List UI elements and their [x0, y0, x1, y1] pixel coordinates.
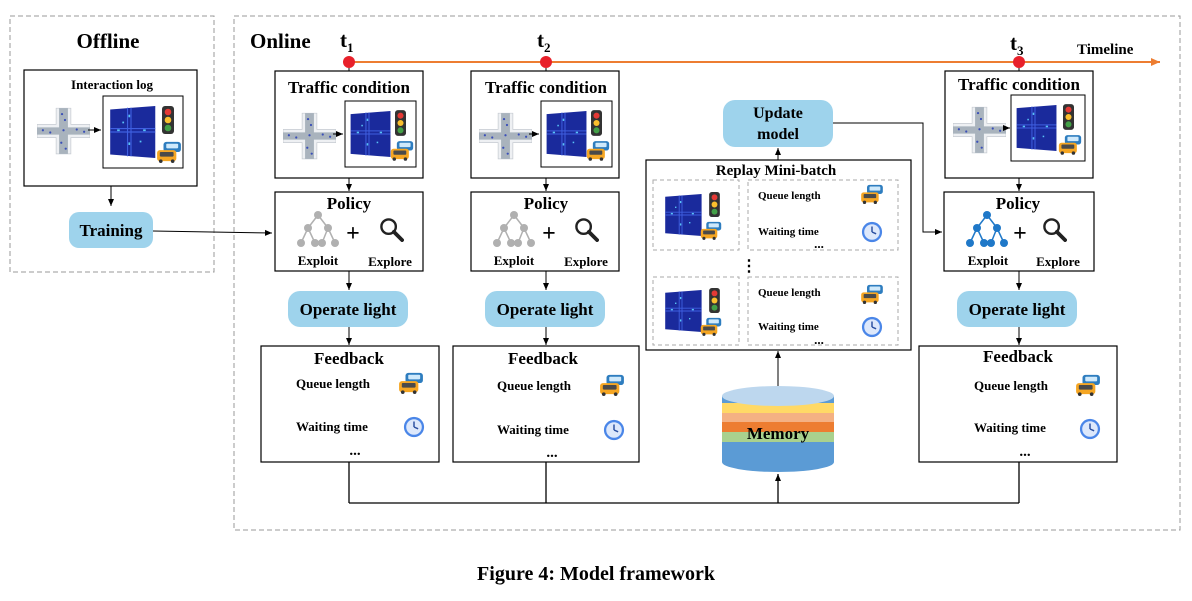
t2-label: t2: [537, 28, 551, 55]
policy-label: Policy: [327, 194, 372, 213]
column-t3: Traffic condition Policy + Exploit Explo…: [918, 68, 1118, 463]
explore-label: Explore: [1036, 254, 1080, 269]
sample-state-frame: [652, 179, 740, 251]
update-model-label-line1: Update: [753, 105, 803, 122]
waiting-time-label: Waiting time: [296, 419, 368, 434]
operate-light-label: Operate light: [969, 300, 1066, 319]
traffic-condition-label: Traffic condition: [485, 78, 608, 97]
traffic-light-icon: [709, 288, 720, 313]
replay-section: Update model Replay Mini-batch Queue len…: [645, 100, 942, 472]
t3-marker: [1013, 56, 1025, 68]
t2-marker: [540, 56, 552, 68]
sample-ellipsis: ...: [814, 332, 824, 347]
clock-icon: [861, 316, 883, 338]
plus-sign: +: [1013, 221, 1027, 247]
feedback-ellipsis: ...: [546, 445, 558, 461]
feedback-ellipsis: ...: [1019, 444, 1031, 460]
feedback-box: [452, 345, 640, 463]
state-grid-image: [1015, 104, 1058, 152]
operate-light-pill: [288, 291, 408, 327]
exploit-label: Exploit: [968, 253, 1009, 268]
state-grid-image: [349, 110, 392, 158]
t1-label: t1: [340, 28, 354, 55]
queue-length-label: Queue length: [497, 378, 572, 393]
column-t1: Traffic condition Policy + Exploit Explo…: [260, 68, 440, 463]
replay-mini-batch-title: Replay Mini-batch: [716, 163, 837, 179]
clock-icon: [861, 221, 883, 243]
feedback-box: [918, 345, 1118, 463]
policy-box: [470, 191, 620, 272]
offline-title: Offline: [77, 29, 140, 53]
feedback-label: Feedback: [314, 349, 384, 368]
t1-marker: [343, 56, 355, 68]
state-frame: [102, 95, 184, 169]
offline-panel: [9, 15, 215, 273]
traffic-condition-label: Traffic condition: [958, 75, 1081, 94]
traffic-light-icon: [709, 192, 720, 217]
explore-label: Explore: [564, 254, 608, 269]
operate-light-pill: [485, 291, 605, 327]
traffic-condition-label: Traffic condition: [288, 78, 411, 97]
memory-label: Memory: [747, 424, 810, 443]
state-grid-image: [664, 289, 703, 333]
timeline-label: Timeline: [1077, 42, 1134, 58]
explore-label: Explore: [368, 254, 412, 269]
operate-light-pill: [957, 291, 1077, 327]
state-grid-image: [664, 193, 703, 237]
state-grid-image: [545, 110, 588, 158]
feedback-box: [260, 345, 440, 463]
policy-box: [943, 191, 1095, 272]
waiting-time-label: Waiting time: [974, 420, 1046, 435]
operate-light-label: Operate light: [300, 300, 397, 319]
traffic-light-icon: [591, 110, 602, 136]
feedback-ellipsis: ...: [349, 443, 361, 459]
queue-length-label: Queue length: [974, 378, 1049, 393]
queue-length-label: Queue length: [296, 376, 371, 391]
traffic-light-icon: [395, 110, 406, 136]
vertical-ellipsis: ⋮: [741, 258, 757, 275]
feedback-label: Feedback: [508, 349, 578, 368]
update-model-label-line2: model: [757, 126, 799, 143]
operate-light-label: Operate light: [497, 300, 594, 319]
exploit-label: Exploit: [494, 253, 535, 268]
interaction-log-label: Interaction log: [71, 77, 153, 92]
column-t2: Traffic condition Policy + Exploit Explo…: [452, 68, 640, 463]
online-panel: [233, 15, 1181, 531]
feedback-label: Feedback: [983, 347, 1053, 366]
sample-feedback-frame: [747, 179, 899, 251]
state-frame: [540, 100, 613, 168]
state-grid-image: [109, 105, 157, 159]
policy-label: Policy: [524, 194, 569, 213]
training-to-policy-arrow: [152, 229, 273, 236]
update-model-pill: [723, 100, 833, 147]
sample-waiting-label: Waiting time: [758, 321, 819, 333]
sample-ellipsis: ...: [814, 236, 824, 251]
clock-icon: [1079, 418, 1101, 440]
traffic-light-icon: [1063, 104, 1074, 130]
t3-label: t3: [1010, 31, 1024, 58]
clock-icon: [603, 419, 625, 441]
traffic-light-icon: [162, 106, 174, 134]
sample-queue-label: Queue length: [758, 287, 821, 299]
sample-state-frame: [652, 276, 740, 346]
plus-sign: +: [346, 221, 360, 247]
sample-waiting-label: Waiting time: [758, 226, 819, 238]
state-frame: [344, 100, 417, 168]
state-frame: [1010, 94, 1086, 162]
policy-box: [274, 191, 424, 272]
sample-queue-label: Queue length: [758, 190, 821, 202]
waiting-time-label: Waiting time: [497, 422, 569, 437]
plus-sign: +: [542, 221, 556, 247]
update-to-policy-arrow: [833, 122, 942, 235]
feedback-collection-lines: [348, 462, 1020, 504]
online-title: Online: [250, 29, 311, 53]
memory-database-icon: [722, 386, 834, 472]
policy-label: Policy: [996, 194, 1041, 213]
figure-caption: Figure 4: Model framework: [477, 563, 715, 585]
exploit-label: Exploit: [298, 253, 339, 268]
clock-icon: [403, 416, 425, 438]
training-label: Training: [80, 221, 143, 240]
sample-feedback-frame: [747, 276, 899, 346]
training-pill: [69, 212, 153, 248]
